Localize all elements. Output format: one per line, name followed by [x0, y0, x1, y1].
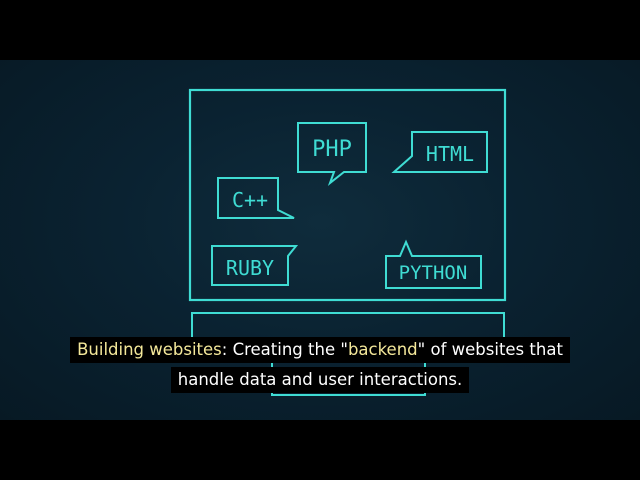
caption-line-2: handle data and user interactions.: [170, 367, 470, 393]
php-bubble: PHP: [297, 122, 367, 186]
python-bubble: PYTHON: [385, 239, 482, 289]
php-bubble-outline: [297, 122, 367, 186]
caption-highlight: backend: [347, 340, 418, 359]
caption-term: Building websites: [77, 340, 222, 359]
python-label: PYTHON: [399, 262, 468, 284]
letterbox-bottom: [0, 420, 640, 480]
caption-text-part1: : Creating the ": [221, 340, 348, 359]
html-bubble: HTML: [391, 131, 488, 173]
ruby-label: RUBY: [226, 256, 274, 280]
cpp-bubble-outline: [217, 177, 295, 219]
subtitle-caption: Building websites: Creating the "backend…: [0, 337, 640, 393]
monitor-screen-outline: [188, 88, 507, 302]
cpp-label: C++: [232, 188, 268, 212]
caption-text-part2: " of websites that: [417, 340, 563, 359]
ruby-bubble: RUBY: [211, 245, 299, 286]
ruby-bubble-outline: [211, 245, 299, 286]
html-bubble-outline: [391, 131, 488, 173]
cpp-bubble: C++: [217, 177, 295, 219]
caption-line-1: Building websites: Creating the "backend…: [70, 337, 570, 363]
computer-illustration: PHP HTML C++ RUBY PYTHON: [188, 88, 507, 396]
python-bubble-outline: [385, 239, 482, 289]
letterbox-top: [0, 0, 640, 60]
php-label: PHP: [312, 137, 352, 162]
html-label: HTML: [426, 142, 474, 166]
